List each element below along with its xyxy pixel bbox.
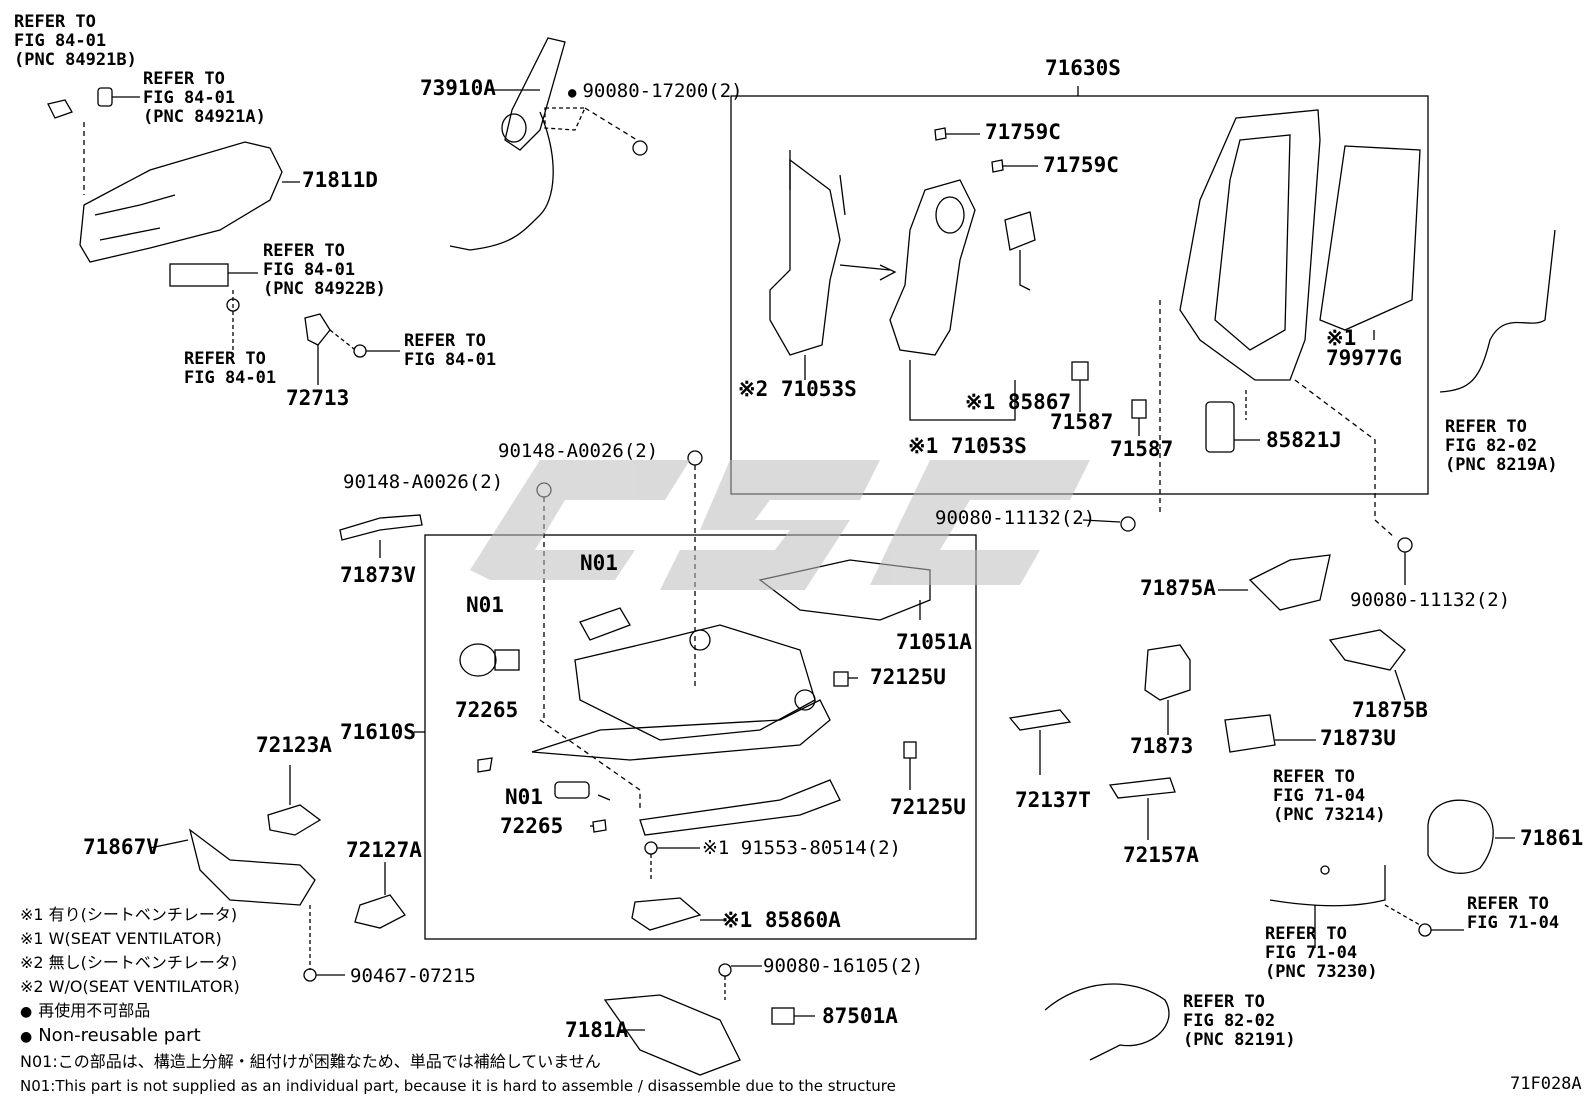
callout-refer-84922b: REFER TO FIG 84-01 (PNC 84922B) [263, 241, 386, 299]
note-n01-upper: N01 [580, 551, 618, 575]
part-91553-80514: ※1 91553-80514(2) [702, 837, 901, 859]
part-72125u-a: 72125U [870, 665, 946, 689]
part-71867v: 71867V [83, 835, 159, 859]
part-71875a: 71875A [1140, 576, 1216, 600]
callout-refer-84921a: REFER TO FIG 84-01 (PNC 84921A) [143, 69, 266, 127]
part-7181a: 7181A [565, 1018, 629, 1042]
callout-refer-8219a: REFER TO FIG 82-02 (PNC 8219A) [1445, 417, 1558, 475]
legend-wo-ventilator-jp: ※2 無し(シートベンチレータ) [20, 953, 238, 972]
seat-frame-group-frame [424, 534, 977, 940]
part-71861: 71861 [1520, 826, 1584, 850]
non-reusable-bullet-icon: ● [20, 1029, 33, 1045]
legend-wo-ventilator-en: ※2 W/O(SEAT VENTILATOR) [20, 977, 240, 996]
non-reusable-bullet-icon: ● [568, 85, 577, 101]
seat-side-cover-shape [79, 141, 283, 263]
callout-refer-8401-b: REFER TO FIG 84-01 [404, 331, 497, 370]
callout-refer-73230: REFER TO FIG 71-04 (PNC 73230) [1265, 924, 1378, 982]
part-71053s-wo-ventilator: ※2 71053S [738, 377, 857, 401]
part-90080-17200: 90080-17200(2) [582, 80, 743, 102]
part-71051a: 71051A [896, 630, 972, 654]
part-71759c-b: 71759C [1043, 153, 1119, 177]
callout-refer-73214: REFER TO FIG 71-04 (PNC 73214) [1273, 767, 1386, 825]
part-71053s-w-ventilator: ※1 71053S [908, 434, 1027, 458]
part-72157a: 72157A [1123, 843, 1199, 867]
part-85860a: ※1 85860A [722, 908, 841, 932]
part-90148-a0026-upper: 90148-A0026(2) [498, 440, 659, 462]
part-71610s: 71610S [340, 720, 416, 744]
part-71875b: 71875B [1352, 698, 1428, 722]
legend-w-ventilator-en: ※1 W(SEAT VENTILATOR) [20, 929, 222, 948]
part-79977g: ※1 79977G [1326, 326, 1402, 370]
diagram-code: 71F028A [1510, 1074, 1582, 1094]
part-71873: 71873 [1130, 734, 1194, 758]
part-72123a: 72123A [256, 733, 332, 757]
legend-non-reusable-en: Non-reusable part [38, 1025, 201, 1046]
callout-refer-8401-a: REFER TO FIG 84-01 [184, 349, 277, 388]
part-72713: 72713 [286, 386, 350, 410]
part-72125u-b: 72125U [890, 795, 966, 819]
seat-track-shape [531, 699, 831, 761]
legend-non-reusable-jp: 再使用不可部品 [38, 1001, 151, 1020]
part-85867: ※1 85867 [965, 390, 1072, 414]
part-90080-11132-left: 90080-11132(2) [935, 507, 1096, 529]
note-n01-lower: N01 [505, 785, 543, 809]
part-73910a: 73910A [420, 76, 496, 100]
callout-refer-82191: REFER TO FIG 82-02 (PNC 82191) [1183, 992, 1296, 1050]
callout-refer-84921b: REFER TO FIG 84-01 (PNC 84921B) [14, 12, 137, 70]
legend-w-ventilator-jp: ※1 有り(シートベンチレータ) [20, 905, 238, 924]
callout-refer-7104: REFER TO FIG 71-04 [1467, 894, 1560, 933]
part-71630s: 71630S [1045, 56, 1121, 80]
part-72265-b: 72265 [500, 814, 564, 838]
part-71587-b: 71587 [1110, 437, 1174, 461]
part-72265-a: 72265 [455, 698, 519, 722]
part-90080-16105: 90080-16105(2) [763, 955, 924, 977]
part-72127a: 72127A [346, 838, 422, 862]
part-87501a: 87501A [822, 1004, 898, 1028]
note-n01-left: N01 [466, 593, 504, 617]
legend-n01-en: N01:This part is not supplied as an indi… [20, 1077, 896, 1095]
part-71873v: 71873V [340, 563, 416, 587]
part-90148-a0026-lower: 90148-A0026(2) [343, 471, 504, 493]
part-90467-07215: 90467-07215 [350, 965, 476, 987]
legend-n01-jp: N01:この部品は、構造上分解・組付けが困難なため、単品では補給していません [20, 1052, 601, 1071]
part-85821j: 85821J [1266, 428, 1342, 452]
part-71587-a: 71587 [1050, 410, 1114, 434]
part-90080-11132-right: 90080-11132(2) [1350, 589, 1511, 611]
part-72137t: 72137T [1015, 788, 1091, 812]
part-71811d: 71811D [302, 168, 378, 192]
non-reusable-bullet-icon: ● [20, 1004, 33, 1020]
part-71759c-a: 71759C [985, 120, 1061, 144]
part-71873u: 71873U [1320, 726, 1396, 750]
